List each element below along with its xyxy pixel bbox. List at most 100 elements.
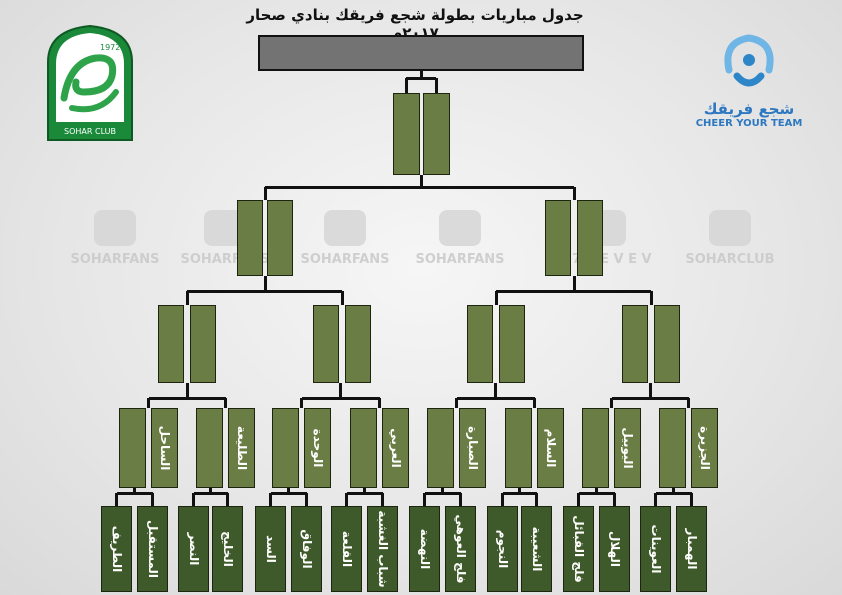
- connector-line: [269, 493, 272, 506]
- connector-line: [345, 493, 348, 506]
- round3-box: [158, 305, 184, 383]
- team-name: العوينات: [648, 524, 663, 574]
- connector-line: [301, 396, 380, 400]
- round2-box: [272, 408, 299, 488]
- connector-line: [226, 493, 229, 506]
- connector-line: [185, 291, 189, 305]
- connector-line: [115, 493, 118, 506]
- round2-box: الجزيرة: [691, 408, 718, 488]
- connector-line: [378, 398, 381, 408]
- round1-box: شباب الغشبة: [367, 506, 398, 592]
- semifinal-box: [237, 200, 263, 276]
- round1-box: فلج العوهي: [445, 506, 476, 592]
- connector-line: [263, 187, 267, 200]
- round3-box: [654, 305, 680, 383]
- connector-line: [424, 491, 461, 495]
- connector-line: [419, 175, 423, 187]
- svg-text:SOHAR CLUB: SOHAR CLUB: [64, 127, 116, 136]
- connector-line: [133, 488, 136, 493]
- round1-box: النجوم: [487, 506, 518, 592]
- final-match-box: [258, 35, 584, 71]
- round1-box: المستقبل: [137, 506, 168, 592]
- connector-line: [147, 398, 150, 408]
- team-name: الصبارة: [465, 426, 480, 470]
- connector-line: [655, 491, 692, 495]
- team-name: اليوبيل: [620, 427, 635, 469]
- round2-box: [350, 408, 377, 488]
- connector-line: [209, 488, 212, 493]
- semifinal-box: [577, 200, 603, 276]
- watermark-youtube: SOHARCLUB: [680, 210, 780, 267]
- team-name: الجزيرة: [697, 426, 712, 470]
- connector-line: [690, 493, 693, 506]
- team-name: الوفاق: [299, 529, 314, 569]
- connector-line: [265, 185, 574, 189]
- connector-line: [340, 291, 344, 305]
- facebook-icon: [94, 210, 136, 246]
- connector-line: [148, 396, 226, 400]
- round1-box: الهمبار: [676, 506, 707, 592]
- round2-box: [119, 408, 146, 488]
- team-name: السد: [263, 535, 278, 563]
- connector-line: [654, 493, 657, 506]
- team-name: الطليعة: [234, 425, 249, 471]
- cheer-your-team-logo: شجع فريقك CHEER YOUR TEAM: [694, 30, 804, 140]
- team-name: النصر: [186, 532, 201, 566]
- round1-box: العوينات: [640, 506, 671, 592]
- connector-line: [193, 491, 228, 495]
- team-name: السلام: [543, 428, 558, 468]
- connector-line: [151, 493, 154, 506]
- connector-line: [595, 488, 598, 493]
- connector-line: [441, 488, 444, 493]
- connector-line: [501, 493, 504, 506]
- connector-line: [611, 396, 689, 400]
- team-name: الهلال: [607, 530, 622, 568]
- team-name: فلج القبائل: [571, 515, 586, 583]
- sohar-club-logo: 1972 SOHAR CLUB: [40, 22, 140, 144]
- round2-box: الطليعة: [228, 408, 255, 488]
- connector-line: [535, 493, 538, 506]
- team-name: النهضة: [417, 528, 432, 570]
- connector-line: [187, 289, 342, 293]
- round3-box: [345, 305, 371, 383]
- round2-box: الوحدة: [304, 408, 331, 488]
- connector-line: [687, 398, 690, 408]
- connector-line: [533, 398, 536, 408]
- team-name: العربي: [388, 428, 403, 468]
- svg-text:1972: 1972: [100, 43, 120, 52]
- round1-box: النهضة: [409, 506, 440, 592]
- round1-box: الشعيبة: [521, 506, 552, 592]
- connector-line: [192, 493, 195, 506]
- round3-box: [499, 305, 525, 383]
- connector-line: [648, 383, 652, 398]
- round2-box: الساحل: [151, 408, 178, 488]
- connector-line: [613, 493, 616, 506]
- cheer-arabic: شجع فريقك: [703, 100, 795, 118]
- round2-box: [505, 408, 532, 488]
- connector-line: [578, 491, 615, 495]
- round3-box: [313, 305, 339, 383]
- round1-box: الوفاق: [291, 506, 322, 592]
- semifinal-box: [267, 200, 293, 276]
- round1-box: النصر: [178, 506, 209, 592]
- round1-box: الطريف: [101, 506, 132, 592]
- connector-line: [339, 383, 342, 398]
- team-name: فلج العوهي: [453, 514, 468, 584]
- team-name: الساحل: [157, 425, 172, 471]
- connector-line: [116, 491, 153, 495]
- connector-line: [494, 383, 497, 398]
- team-name: الشعيبة: [529, 526, 544, 572]
- round3-box: [190, 305, 216, 383]
- round2-box: اليوبيل: [614, 408, 641, 488]
- round1-box: القلعة: [331, 506, 362, 592]
- connector-line: [287, 488, 290, 493]
- connector-line: [434, 78, 438, 93]
- team-name: الطريف: [109, 525, 124, 573]
- connector-line: [649, 291, 653, 305]
- final-pair-box: [393, 93, 420, 175]
- connector-line: [300, 398, 303, 408]
- watermark-vine: SOHARFANS: [410, 210, 510, 267]
- final-pair-box: [423, 93, 450, 175]
- connector-line: [518, 488, 521, 493]
